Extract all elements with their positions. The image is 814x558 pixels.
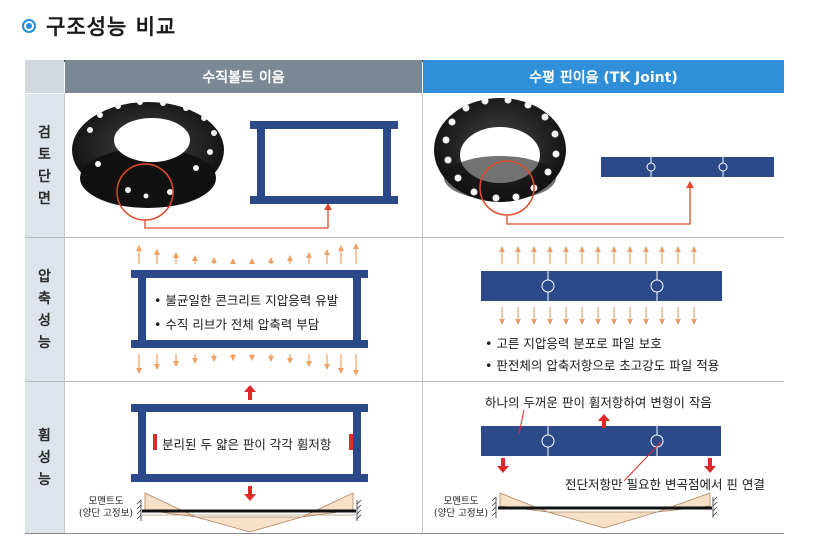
- highlight-circle: [479, 160, 535, 216]
- header-corner: [25, 60, 64, 93]
- callout-line: [623, 441, 662, 482]
- row-divider: [25, 381, 784, 382]
- section-vertical-bolt: [250, 121, 398, 204]
- bending-section-right: [481, 426, 721, 456]
- col-divider: [64, 93, 65, 534]
- compression-note-right-2: • 판전체의 압축저항으로 초고강도 파일 적용: [485, 358, 720, 373]
- bending-note-right-bottom: 전단저항만 필요한 변곡점에서 핀 연결: [565, 477, 765, 492]
- bending-section-left: [131, 404, 368, 482]
- header-tk-joint: 수평 핀이음 (TK Joint): [423, 60, 784, 93]
- moment-label-left: 모멘트도(양단 고정보): [78, 496, 134, 519]
- moment-diagram-right: [491, 492, 718, 529]
- row-divider: [25, 237, 784, 238]
- compression-section-right: [481, 271, 722, 301]
- compression-arrows-right-top: [499, 246, 697, 264]
- page-title: 구조성능 비교: [46, 15, 177, 39]
- moment-label-right: 모멘트도(양단 고정보): [433, 496, 489, 519]
- callout-line: [518, 409, 525, 435]
- compression-arrows-left-top: [136, 243, 359, 264]
- flange-ring-vertical-bolt: [72, 99, 224, 221]
- bending-note-left: 분리된 두 얇은 판이 각각 휨저항: [162, 437, 332, 452]
- compression-note-right-1: • 고른 지압응력 분포로 파일 보호: [485, 336, 662, 351]
- section-tk-joint: [601, 157, 774, 177]
- pointer-line: [144, 208, 329, 229]
- compression-arrows-left-bottom: [136, 354, 359, 376]
- compression-section-left: [131, 270, 368, 348]
- radio-bullet-icon: [22, 19, 36, 33]
- bending-note-right-top: 하나의 두꺼운 판이 휨저항하여 변형이 작음: [485, 395, 712, 410]
- flange-ring-tk-joint: [434, 96, 566, 216]
- bending-red-arrows-right: [497, 414, 716, 473]
- compression-arrows-right-bottom: [499, 307, 697, 325]
- section-title: 구조성능 비교: [22, 12, 176, 40]
- header-vertical-bolt: 수직볼트 이음: [65, 60, 422, 93]
- compression-note-left-2: • 수직 리브가 전체 압축력 부담: [154, 317, 320, 332]
- moment-diagram-left: [136, 492, 362, 533]
- table-bottom-rule: [25, 533, 784, 534]
- pointer-line: [506, 186, 691, 225]
- bending-red-arrows-left: [153, 385, 353, 501]
- compression-note-left-1: • 불균일한 콘크리트 지압응력 유발: [154, 293, 339, 308]
- col-divider: [422, 93, 423, 534]
